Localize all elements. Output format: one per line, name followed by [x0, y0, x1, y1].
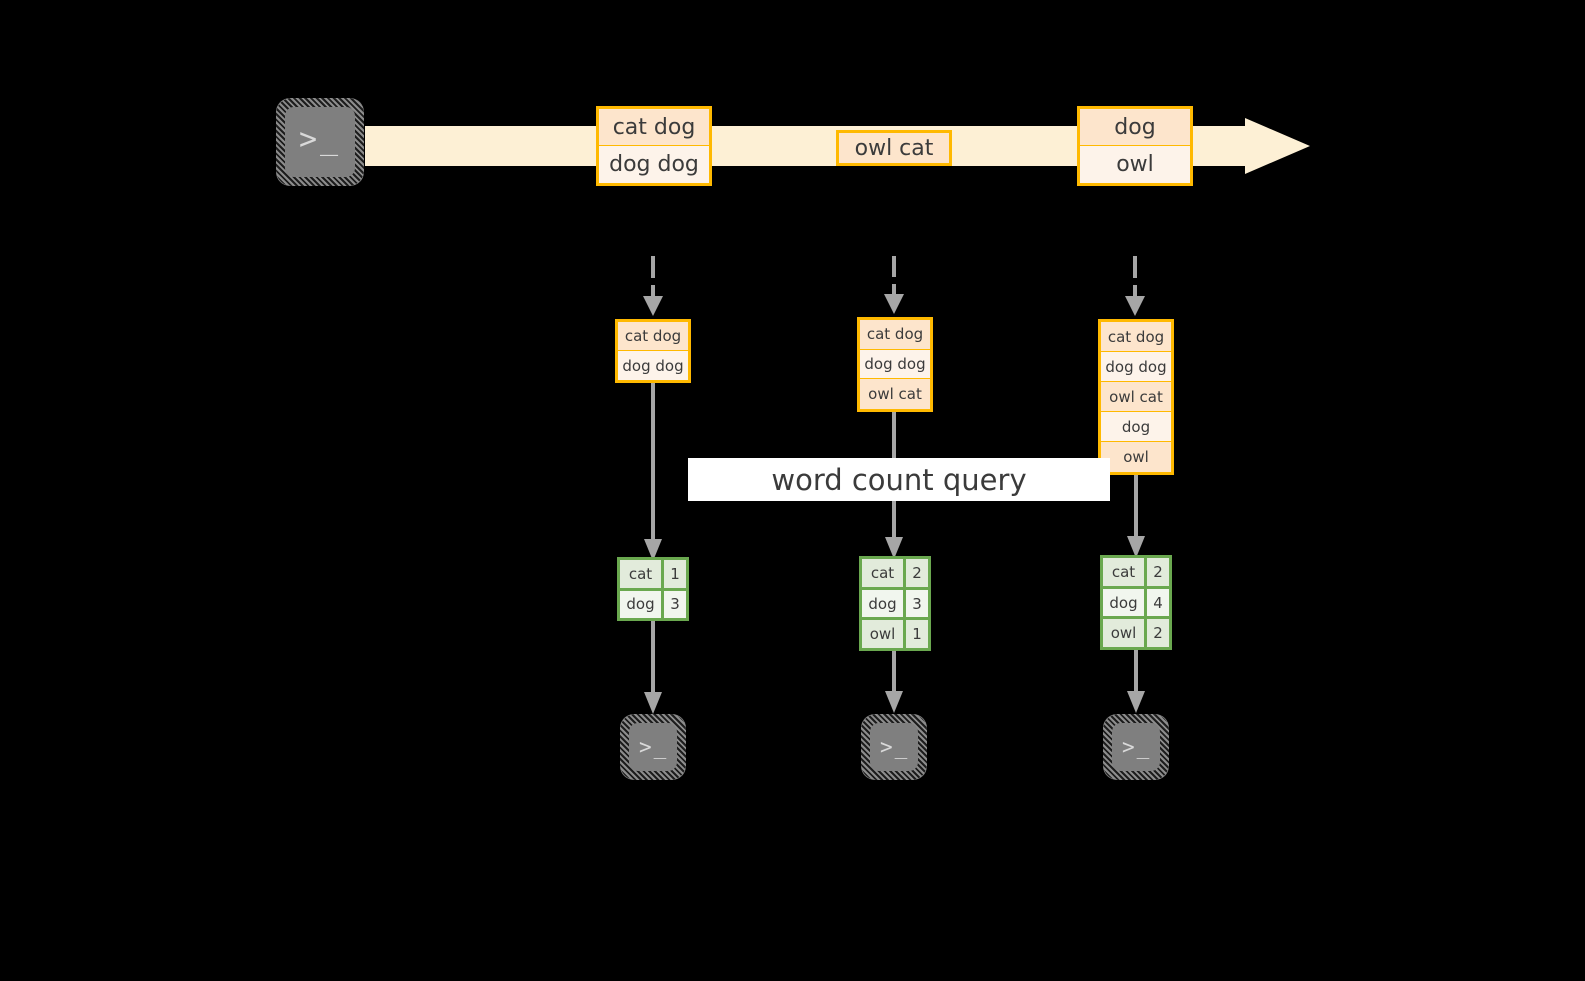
word-count-query-label: word count query: [771, 462, 1027, 497]
stream-to-log-connector: [882, 256, 906, 318]
console-screen: [285, 107, 355, 177]
count-value: 2: [1147, 558, 1169, 586]
console-prompt-glyph: >_: [1122, 735, 1152, 759]
count-word: cat: [862, 559, 906, 587]
count-row: owl 1: [862, 620, 928, 649]
consumer-terminal-icon: >_: [620, 714, 686, 780]
console-screen: [629, 723, 677, 771]
consumer-terminal-icon: >_: [861, 714, 927, 780]
stream-to-log-connector: [641, 256, 665, 320]
count-value: 3: [664, 590, 686, 618]
log-to-counts-connector: [1126, 475, 1146, 560]
log-row: owl: [1101, 442, 1171, 472]
count-word: dog: [862, 589, 906, 618]
counts-to-consumer-connector: [884, 651, 904, 715]
count-value: 2: [906, 559, 928, 587]
word-count-table[interactable]: cat 2 dog 4 owl 2: [1100, 555, 1172, 650]
console-screen: [870, 723, 918, 771]
count-row: dog 4: [1103, 588, 1169, 620]
count-row: owl 2: [1103, 619, 1169, 648]
log-row: cat dog: [860, 320, 930, 350]
console-prompt-glyph: >_: [299, 122, 342, 157]
console-prompt-glyph: >_: [880, 735, 910, 759]
materialized-log[interactable]: cat dog dog dog: [615, 319, 691, 383]
word-count-query-banner: word count query: [688, 458, 1110, 501]
producer-terminal-icon: >_: [276, 98, 364, 186]
count-row: dog 3: [862, 589, 928, 621]
count-value: 3: [906, 589, 928, 618]
console-screen: [1112, 723, 1160, 771]
count-row: cat 1: [620, 560, 686, 591]
count-row: cat 2: [1103, 558, 1169, 589]
count-word: owl: [862, 620, 906, 649]
log-row: cat dog: [1101, 322, 1171, 352]
count-value: 1: [664, 560, 686, 588]
log-to-counts-connector: [643, 383, 663, 563]
stream-message[interactable]: owl cat: [836, 130, 952, 166]
count-value: 2: [1147, 619, 1169, 648]
log-row: cat dog: [618, 322, 688, 351]
stream-message-line: owl: [1080, 146, 1190, 183]
count-row: dog 3: [620, 590, 686, 618]
stream-to-log-connector: [1123, 256, 1147, 320]
counts-to-consumer-connector: [643, 621, 663, 716]
stream-message-line: owl cat: [839, 133, 949, 163]
count-word: cat: [1103, 558, 1147, 586]
log-row: owl cat: [1101, 382, 1171, 412]
stream-message[interactable]: cat dog dog dog: [596, 106, 712, 186]
stream-message-line: dog dog: [599, 146, 709, 183]
word-count-table[interactable]: cat 1 dog 3: [617, 557, 689, 621]
log-row: dog dog: [860, 349, 930, 380]
consumer-terminal-icon: >_: [1103, 714, 1169, 780]
stream-message-line: dog: [1080, 109, 1190, 146]
count-value: 4: [1147, 588, 1169, 617]
word-count-table[interactable]: cat 2 dog 3 owl 1: [859, 556, 931, 651]
materialized-log[interactable]: cat dog dog dog owl cat dog owl: [1098, 319, 1174, 475]
stream-message-line: cat dog: [599, 109, 709, 146]
count-word: dog: [1103, 588, 1147, 617]
count-row: cat 2: [862, 559, 928, 590]
log-row: owl cat: [860, 379, 930, 409]
log-row: dog dog: [618, 351, 688, 380]
stream-message[interactable]: dog owl: [1077, 106, 1193, 186]
log-row: dog: [1101, 412, 1171, 442]
log-row: dog dog: [1101, 352, 1171, 382]
count-word: dog: [620, 590, 664, 618]
count-word: cat: [620, 560, 664, 588]
materialized-log[interactable]: cat dog dog dog owl cat: [857, 317, 933, 412]
count-word: owl: [1103, 619, 1147, 648]
counts-to-consumer-connector: [1126, 650, 1146, 715]
console-prompt-glyph: >_: [639, 735, 669, 759]
count-value: 1: [906, 620, 928, 649]
